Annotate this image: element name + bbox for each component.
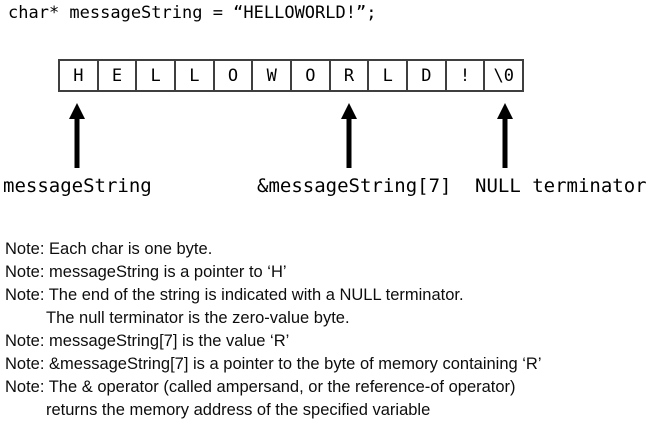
note-line: The null terminator is the zero-value by… [46, 309, 350, 327]
arrow-shaft [502, 116, 508, 168]
pointer-label: NULL terminator [475, 175, 647, 197]
note-line: Note: messageString[7] is the value ‘R’ [5, 332, 290, 350]
memory-cell: W [251, 61, 290, 90]
note-line: Note: &messageString[7] is a pointer to … [5, 355, 542, 373]
arrow-shaft [346, 116, 352, 168]
arrow-up-icon [496, 103, 513, 168]
note-line: Note: messageString is a pointer to ‘H’ [5, 263, 287, 281]
notes-block: Note: Each char is one byte. Note: messag… [5, 238, 645, 422]
memory-cell: R [328, 61, 368, 90]
memory-cell: ! [444, 61, 484, 90]
code-declaration: char* messageString = “HELLOWORLD!”; [8, 3, 377, 23]
arrow-head [69, 103, 86, 119]
arrow-up-icon [69, 103, 86, 168]
arrow-shaft [74, 116, 80, 168]
arrow-up-icon [341, 103, 358, 168]
note-line: returns the memory address of the specif… [46, 401, 431, 419]
memory-cell: O [290, 61, 329, 90]
memory-cell: \0 [483, 61, 522, 90]
memory-cell: D [406, 61, 445, 90]
note-line: Note: The & operator (called ampersand, … [5, 378, 516, 396]
arrow-head [341, 103, 358, 119]
memory-cell: H [73, 65, 84, 86]
pointer-label: messageString [3, 175, 152, 197]
memory-cell: L [367, 61, 406, 90]
arrow-head [496, 103, 513, 119]
note-line: Note: Each char is one byte. [5, 240, 213, 258]
memory-cell: O [212, 61, 252, 90]
memory-cell: L [174, 61, 213, 90]
memory-cell: L [135, 61, 174, 90]
pointer-label: &messageString[7] [257, 175, 452, 197]
note-line: Note: The end of the string is indicated… [5, 286, 464, 304]
memory-cell: E [96, 61, 136, 90]
